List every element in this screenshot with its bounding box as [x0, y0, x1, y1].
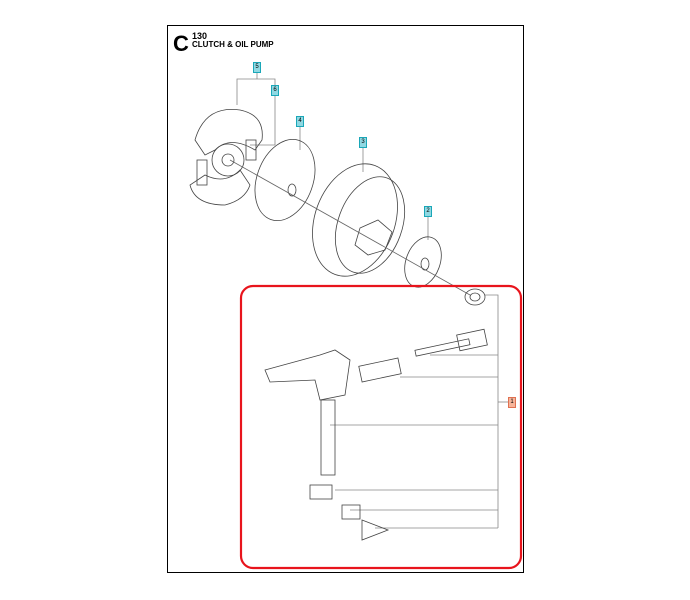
clutch-assembly: [189, 108, 263, 206]
diagram-title: CLUTCH & OIL PUMP: [192, 40, 274, 49]
section-letter: C: [173, 31, 189, 56]
oil-pump-kit: [264, 288, 488, 541]
clutch-cover-plate: [254, 138, 316, 222]
kit-highlight-box: [239, 284, 523, 570]
diagram-frame: [167, 25, 524, 573]
callout-4[interactable]: 4: [296, 116, 304, 127]
washer: [404, 236, 442, 288]
callout-1[interactable]: 1: [508, 397, 516, 408]
leader-lines: [236, 70, 508, 529]
callout-6[interactable]: 6: [271, 85, 279, 96]
callout-3[interactable]: 3: [359, 137, 367, 148]
callout-5[interactable]: 5: [253, 62, 261, 73]
clutch-drum: [312, 163, 405, 277]
callout-2[interactable]: 2: [424, 206, 432, 217]
page-number: 130: [192, 31, 208, 41]
